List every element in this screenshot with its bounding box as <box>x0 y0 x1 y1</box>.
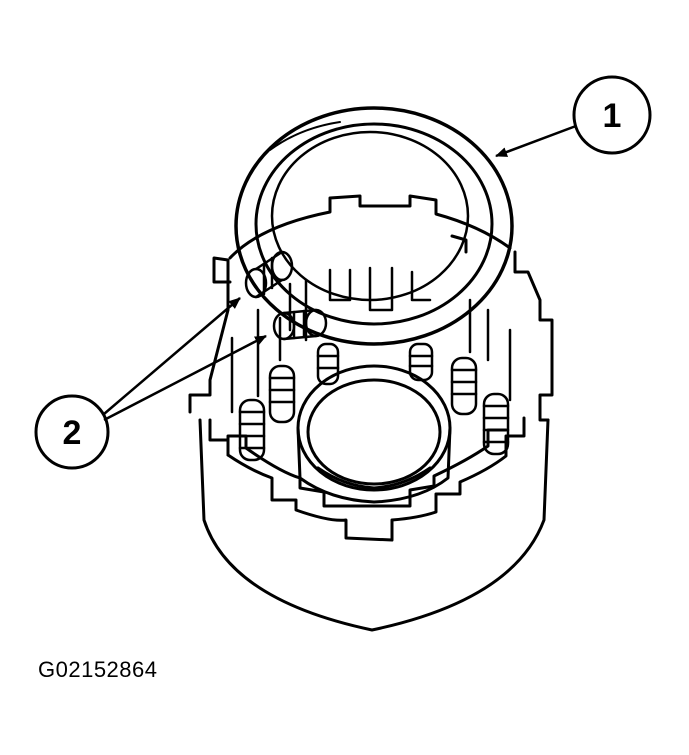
callout-2: 2 <box>34 297 267 470</box>
callout-1-arrow <box>495 124 577 158</box>
callout-2-label: 2 <box>63 414 82 452</box>
snap-ring <box>234 106 514 346</box>
inner-hub <box>296 364 452 504</box>
callout-1-label: 1 <box>603 97 622 135</box>
callout-2-arrow-lower <box>103 334 267 422</box>
callout-1: 1 <box>495 75 652 158</box>
drum-housing <box>188 194 554 632</box>
callout-2-arrow-upper <box>103 297 241 415</box>
seal-pins <box>244 250 328 341</box>
figure-code: G02152864 <box>38 657 158 682</box>
springs <box>238 342 510 462</box>
